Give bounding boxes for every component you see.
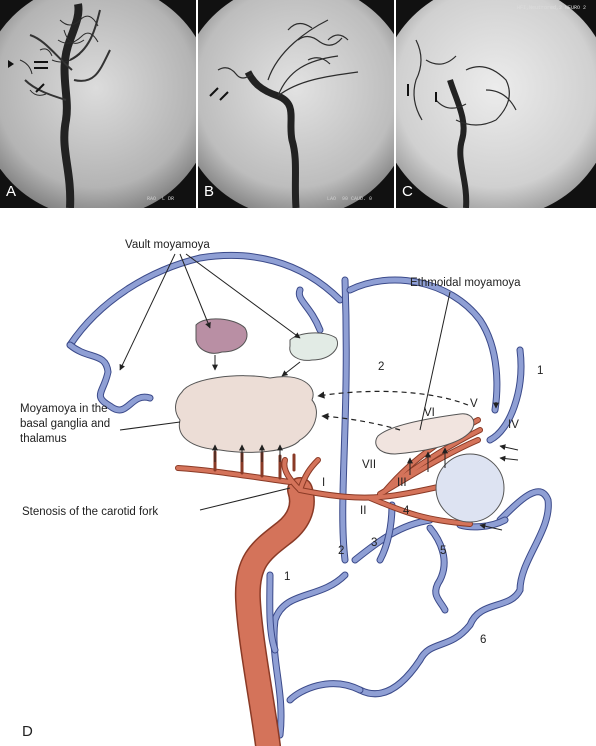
roman-label: I	[322, 477, 325, 489]
basal-ganglia-moyamoya	[175, 375, 317, 453]
roman-label: VI	[424, 407, 435, 419]
internal-carotid-vessels	[175, 417, 483, 746]
number-label: 2	[378, 361, 384, 373]
number-label: 1	[284, 571, 290, 583]
roman-label: II	[360, 505, 366, 517]
panel-letter-d: D	[22, 723, 33, 740]
panel-header-c: HFI,Neutrored,2 NEURO 2	[516, 5, 586, 11]
angiogram-panel-c: C HFI,Neutrored,2 NEURO 2	[396, 0, 596, 208]
moyamoya-schematic: Vault moyamoya Ethmoidal moyamoya Moyamo…	[20, 239, 552, 746]
angiogram-panel-b: B LAO 90 CAUD. 0	[198, 0, 394, 208]
eye-globe	[435, 453, 505, 523]
roman-label: III	[397, 477, 407, 489]
anastomosis-arrows	[317, 390, 469, 431]
roman-label: IV	[508, 419, 519, 431]
roman-label: V	[470, 398, 478, 410]
panel-letter-c: C	[402, 183, 413, 200]
angiogram-image-a	[0, 0, 196, 208]
label-basal-line-2: basal ganglia and	[20, 418, 110, 430]
roman-label: VII	[362, 459, 376, 471]
label-stenosis: Stenosis of the carotid fork	[22, 506, 158, 518]
vault-moyamoya-purple	[195, 318, 248, 354]
angiogram-image-b	[198, 0, 394, 208]
number-label: 2	[338, 545, 344, 557]
number-label: 6	[480, 634, 486, 646]
ethmoidal-moyamoya	[375, 413, 475, 455]
vault-moyamoya-green	[289, 332, 338, 361]
leader-lines	[119, 253, 519, 531]
angiogram-panel-a: A RAO L DR	[0, 0, 196, 208]
label-ethmoidal-moyamoya: Ethmoidal moyamoya	[410, 277, 521, 289]
label-basal-line-3: thalamus	[20, 433, 67, 445]
panel-footer-a: RAO L DR	[146, 196, 174, 202]
panel-footer-b: LAO 90 CAUD. 0	[326, 196, 372, 202]
number-label: 5	[440, 545, 446, 557]
panel-letter-b: B	[204, 183, 215, 200]
label-vault-moyamoya: Vault moyamoya	[125, 239, 210, 251]
label-basal-line-1: Moyamoya in the	[20, 403, 108, 415]
angiogram-image-c	[396, 0, 596, 208]
panel-letter-a: A	[6, 183, 17, 200]
number-label: 1	[537, 365, 543, 377]
number-label: 4	[403, 505, 410, 517]
number-label: 3	[371, 537, 377, 549]
